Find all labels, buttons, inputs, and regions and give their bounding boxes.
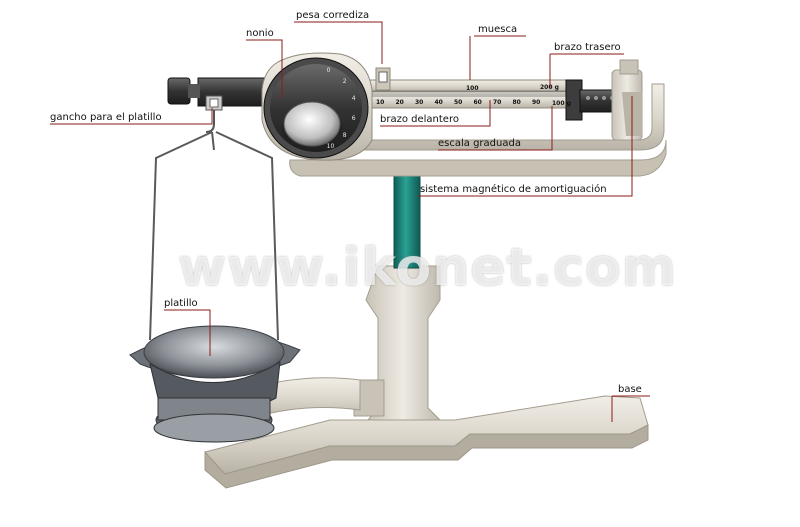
scale-tick-label: 70 xyxy=(493,99,502,106)
label-gancho: gancho para el platillo xyxy=(50,112,162,123)
scale-tick-label: 10 xyxy=(376,99,385,106)
dial-tick-label: 4 xyxy=(351,95,356,103)
dial-tick-label: 2 xyxy=(342,78,347,86)
dial-tick-label: 8 xyxy=(342,131,347,139)
label-muesca: muesca xyxy=(478,24,518,35)
scale-upper-end-label: 200 g xyxy=(540,84,559,91)
pan xyxy=(129,325,301,443)
scale-upper-mid-label: 100 xyxy=(466,85,479,92)
label-brazo-trasero: brazo trasero xyxy=(554,42,621,53)
label-base: base xyxy=(618,384,642,395)
rear-beam xyxy=(565,79,621,121)
label-nonio: nonio xyxy=(246,28,274,39)
vernier-housing xyxy=(261,52,391,161)
scale-tick-label: 90 xyxy=(532,99,541,106)
label-escala-graduada: escala graduada xyxy=(438,138,521,149)
label-platillo: platillo xyxy=(164,298,198,309)
callout-lines xyxy=(50,21,650,422)
pan-hook xyxy=(205,95,223,133)
scale-tick-label: 40 xyxy=(434,99,443,106)
scale-tick-label: 30 xyxy=(415,99,424,106)
magnetic-damper xyxy=(611,59,643,141)
dial-tick-label: 10 xyxy=(326,142,335,150)
scale-tick-label: 80 xyxy=(512,99,521,106)
dial-tick-label: 0 xyxy=(326,67,331,75)
scale-end-label: 100 g xyxy=(552,100,571,107)
dial-tick-label: 6 xyxy=(351,114,356,122)
watermark: www.ikonet.com xyxy=(178,238,677,298)
scale-tick-label: 20 xyxy=(395,99,404,106)
scale-tick-label: 50 xyxy=(454,99,463,106)
label-pesa-corrediza: pesa corrediza xyxy=(296,10,370,21)
pan-hanger xyxy=(149,131,279,341)
base-foot xyxy=(204,395,649,489)
label-sistema-magnetico: sistema magnético de amortiguación xyxy=(420,184,607,195)
label-brazo-delantero: brazo delantero xyxy=(380,114,459,125)
scale-tick-label: 60 xyxy=(473,99,482,106)
